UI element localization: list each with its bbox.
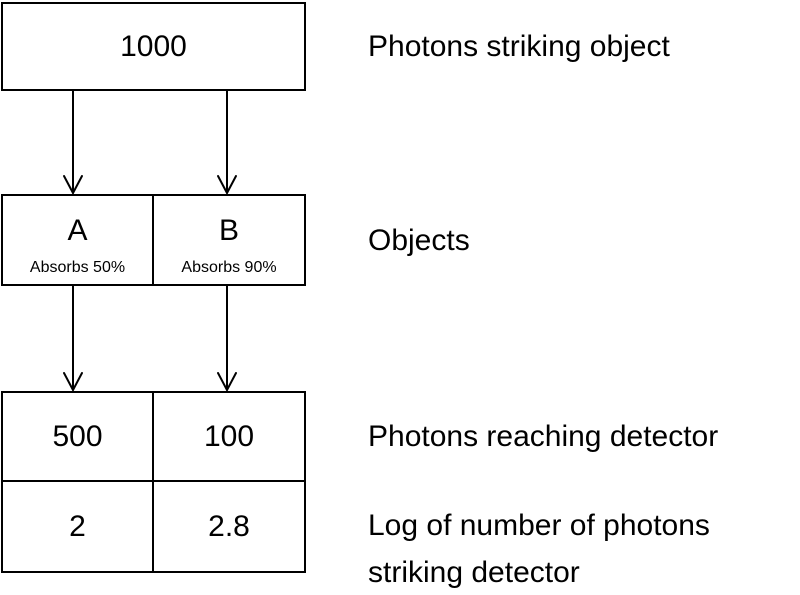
label-objects: Objects <box>368 224 470 257</box>
reaching-a-value: 500 <box>52 419 103 453</box>
object-b-letter: B <box>218 214 239 247</box>
log-a-value: 2 <box>69 509 86 543</box>
arrow-b-to-detector <box>217 284 237 391</box>
label-log-line-1: Log of number of photons <box>368 509 710 542</box>
log-a-cell: 2 <box>1 480 154 573</box>
arrow-top-to-b <box>217 90 237 194</box>
reaching-b-value: 100 <box>203 419 255 453</box>
object-b-absorbs: Absorbs 90% <box>181 259 277 276</box>
top-photon-count: 1000 <box>120 29 187 63</box>
label-photons-reaching-detector: Photons reaching detector <box>368 420 719 453</box>
arrow-top-to-a <box>63 90 83 194</box>
label-log-line-2: striking detector <box>368 556 580 589</box>
object-a-absorbs: Absorbs 50% <box>29 259 126 276</box>
top-photon-count-box: 1000 <box>1 2 306 91</box>
reaching-a-cell: 500 <box>1 391 154 482</box>
log-b-value: 2.8 <box>208 509 250 543</box>
object-a-box: A Absorbs 50% <box>1 194 154 286</box>
object-a-letter: A <box>67 214 88 247</box>
object-b-box: B Absorbs 90% <box>152 194 306 286</box>
log-b-cell: 2.8 <box>152 480 306 573</box>
label-photons-striking-object: Photons striking object <box>368 30 670 63</box>
reaching-b-cell: 100 <box>152 391 306 482</box>
arrow-a-to-detector <box>63 284 83 391</box>
